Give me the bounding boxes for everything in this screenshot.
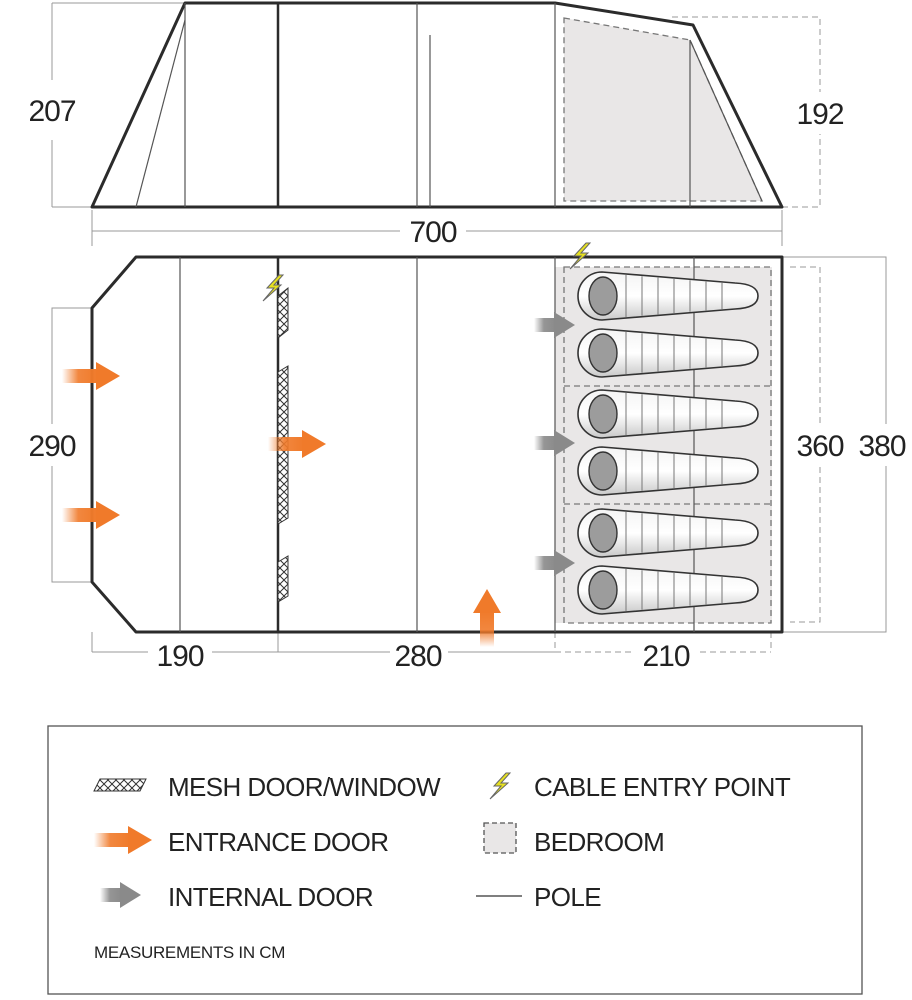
legend-cable-label: CABLE ENTRY POINT [534,772,791,802]
mesh-panel-3 [277,555,289,603]
height-right-label: 192 [796,98,843,131]
mesh-icon [93,778,147,792]
section-3-label: 210 [642,640,689,673]
legend-internal-label: INTERNAL DOOR [168,882,373,912]
width-bedroom-label: 360 [796,430,843,463]
sleeping-bag [577,446,759,496]
entrance-arrow-icon-4 [473,589,501,647]
floor-plan: 290 360 380 190 280 210 [20,242,912,673]
total-length-label: 700 [409,216,456,249]
legend-box [47,725,863,995]
length-dimension: 700 [91,210,783,249]
height-left-label: 207 [28,95,75,128]
sleeping-bag [577,328,759,378]
side-rear-slope [689,39,763,202]
legend: MESH DOOR/WINDOW ENTRANCE DOOR INTERNAL … [47,725,863,995]
bedroom-icon [483,822,517,854]
plan-outline [90,255,784,634]
side-elevation: 207 192 [20,1,852,209]
legend-entrance-label: ENTRANCE DOOR [168,827,388,857]
side-bedroom-area [563,17,764,202]
mesh-panel-1 [277,286,289,340]
side-door-line [135,19,186,208]
sleeping-bag [577,565,759,615]
sleeping-bag [577,389,759,439]
section-1-label: 190 [156,640,203,673]
sleeping-bag [577,271,759,321]
side-outline [90,1,784,209]
legend-mesh-label: MESH DOOR/WINDOW [168,772,441,802]
sleeping-bags [577,271,759,615]
section-2-label: 280 [394,640,441,673]
width-total-label: 380 [858,430,905,463]
sleeping-bag [577,508,759,558]
entrance-arrow-icon-3 [268,430,326,458]
legend-bedroom-label: BEDROOM [534,827,664,857]
bedroom-dividers [563,266,772,624]
bedroom-area [555,267,772,623]
legend-pole-label: POLE [534,882,601,912]
measurements-note: MEASUREMENTS IN CM [94,943,285,962]
width-front-label: 290 [28,430,75,463]
